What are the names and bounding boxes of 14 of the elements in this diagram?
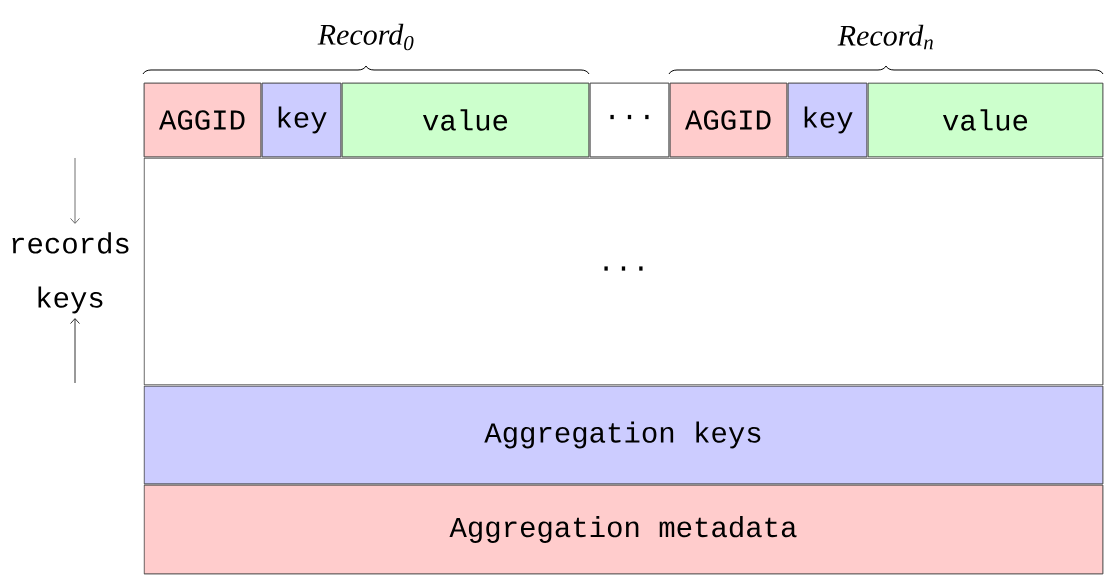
field-cell: AGGID bbox=[669, 82, 788, 158]
keys-band: Aggregation keys bbox=[143, 385, 1104, 485]
field-cell: AGGID bbox=[143, 82, 262, 158]
records-area: ··· bbox=[143, 157, 1104, 386]
field-cell: value bbox=[341, 82, 590, 158]
field-cell: value bbox=[867, 82, 1104, 158]
record-label: Record$_{n}$ bbox=[837, 24, 933, 50]
axis-label: records bbox=[12, 232, 129, 254]
record-label: Record$_{0}$ bbox=[317, 23, 414, 51]
axis-label: keys bbox=[38, 286, 103, 314]
field-cell: key bbox=[261, 82, 342, 158]
metadata-band: Aggregation metadata bbox=[143, 484, 1104, 575]
field-cell: ··· bbox=[589, 82, 670, 158]
field-cell: key bbox=[787, 82, 868, 158]
